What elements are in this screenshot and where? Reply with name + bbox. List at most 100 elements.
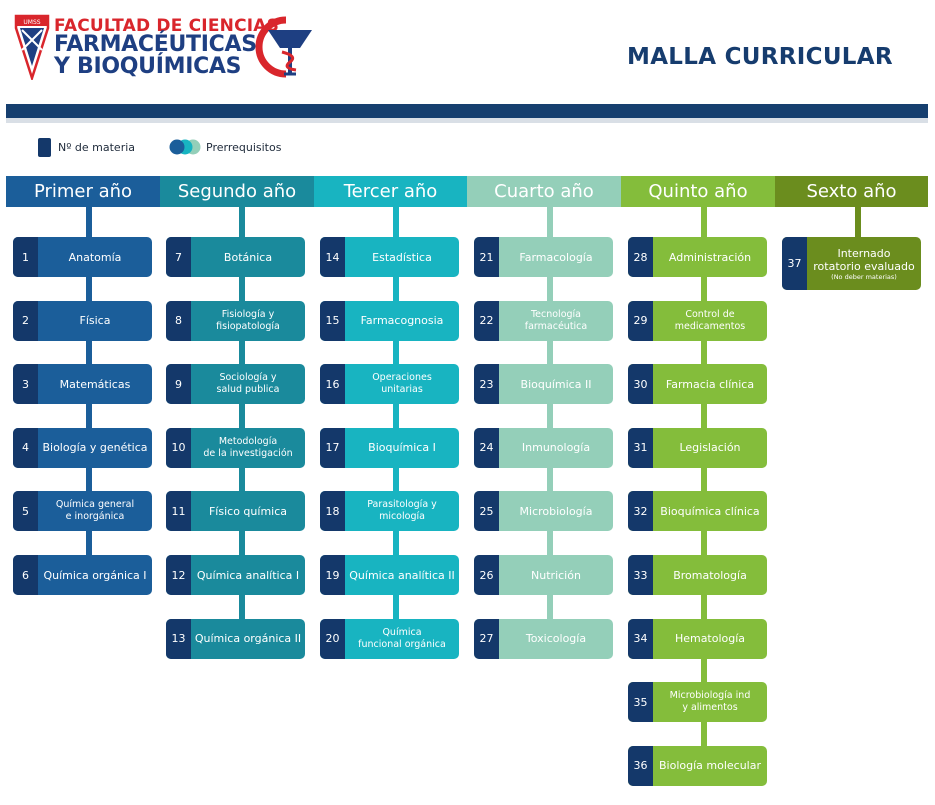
course-name: Química orgánica I bbox=[43, 568, 147, 582]
course-number: 14 bbox=[320, 237, 345, 277]
column-connector-line bbox=[238, 207, 245, 639]
course-number: 24 bbox=[474, 427, 499, 468]
course-name: Operaciones unitarias bbox=[372, 372, 432, 396]
course-name: Química analítica I bbox=[196, 568, 300, 582]
course-name: Bioquímica clínica bbox=[660, 504, 760, 518]
course-box[interactable]: 26 Nutrición bbox=[474, 555, 613, 595]
course-box[interactable]: 14 Estadística bbox=[320, 237, 459, 277]
course-number: 30 bbox=[628, 364, 653, 405]
course-name: Fisiología y fisiopatología bbox=[216, 308, 280, 332]
course-name: Botánica bbox=[223, 250, 273, 264]
course-name: Nutrición bbox=[531, 568, 581, 582]
course-name: Internado rotatorio evaluado(No deber ma… bbox=[807, 237, 921, 290]
logo-line-1: FACULTAD DE CIENCIAS bbox=[54, 16, 280, 36]
course-box[interactable]: 11 Físico química bbox=[166, 491, 305, 532]
course-number: 9 bbox=[166, 364, 191, 405]
course-box[interactable]: 9 Sociología y salud publica bbox=[166, 364, 305, 405]
column-connector-line bbox=[392, 207, 399, 639]
course-number: 37 bbox=[782, 237, 807, 290]
course-box[interactable]: 23 Bioquímica II bbox=[474, 364, 613, 405]
year-header: Sexto año bbox=[775, 176, 928, 207]
course-number: 13 bbox=[166, 618, 191, 659]
course-number: 27 bbox=[474, 618, 499, 659]
course-box[interactable]: 18 Parasitología y micología bbox=[320, 491, 459, 532]
course-box[interactable]: 8 Fisiología y fisiopatología bbox=[166, 300, 305, 341]
course-note: (No deber materias) bbox=[831, 272, 897, 281]
course-name: Metodología de la investigación bbox=[203, 435, 293, 459]
course-name: Biología y genética bbox=[42, 441, 148, 455]
course-number: 28 bbox=[628, 237, 653, 277]
course-number: 16 bbox=[320, 364, 345, 405]
year-header: Tercer año bbox=[314, 176, 467, 207]
column-connector-line bbox=[546, 207, 553, 639]
course-name: Física bbox=[79, 314, 111, 328]
course-number: 35 bbox=[628, 682, 653, 723]
course-number: 12 bbox=[166, 555, 191, 595]
course-name: Matemáticas bbox=[59, 377, 131, 391]
course-box[interactable]: 5 Química general e inorgánica bbox=[13, 491, 152, 532]
course-number: 8 bbox=[166, 300, 191, 341]
course-name: Parasitología y micología bbox=[367, 499, 437, 523]
course-number: 5 bbox=[13, 491, 38, 532]
course-number: 29 bbox=[628, 300, 653, 341]
logo-line-2: FARMACÉUTICAS bbox=[54, 32, 257, 57]
course-name: Bioquímica II bbox=[520, 377, 592, 391]
course-name: Química analítica II bbox=[349, 568, 455, 582]
course-name: Físico química bbox=[208, 504, 287, 518]
course-name: Bioquímica I bbox=[368, 441, 436, 455]
course-number: 33 bbox=[628, 555, 653, 595]
course-box[interactable]: 33 Bromatología bbox=[628, 555, 767, 595]
course-name-text: Internado rotatorio evaluado bbox=[813, 246, 915, 273]
course-number: 1 bbox=[13, 237, 38, 277]
course-number: 3 bbox=[13, 364, 38, 405]
course-name: Química funcional orgánica bbox=[358, 626, 446, 650]
course-name: Bromatología bbox=[673, 568, 747, 582]
course-box[interactable]: 12 Química analítica I bbox=[166, 555, 305, 595]
column-connector-line bbox=[854, 207, 861, 257]
header-divider-bar bbox=[6, 104, 928, 118]
course-number: 23 bbox=[474, 364, 499, 405]
course-number: 34 bbox=[628, 618, 653, 659]
course-name: Química general e inorgánica bbox=[55, 499, 135, 523]
seal-text: UMSS bbox=[23, 19, 40, 26]
course-number: 18 bbox=[320, 491, 345, 532]
course-number: 6 bbox=[13, 555, 38, 595]
header-divider-shadow bbox=[6, 118, 928, 123]
course-box[interactable]: 16 Operaciones unitarias bbox=[320, 364, 459, 405]
course-number: 11 bbox=[166, 491, 191, 532]
course-number: 26 bbox=[474, 555, 499, 595]
course-name: Estadística bbox=[372, 250, 432, 264]
course-name: Tecnología farmacéutica bbox=[524, 308, 588, 332]
course-box[interactable]: 6 Química orgánica I bbox=[13, 555, 152, 595]
university-seal-icon: UMSS bbox=[14, 14, 50, 80]
course-name: Legislación bbox=[679, 441, 741, 455]
course-number: 22 bbox=[474, 300, 499, 341]
course-box[interactable]: 22 Tecnología farmacéutica bbox=[474, 300, 613, 341]
course-box[interactable]: 3 Matemáticas bbox=[13, 364, 152, 405]
course-name: Sociología y salud publica bbox=[216, 372, 280, 396]
